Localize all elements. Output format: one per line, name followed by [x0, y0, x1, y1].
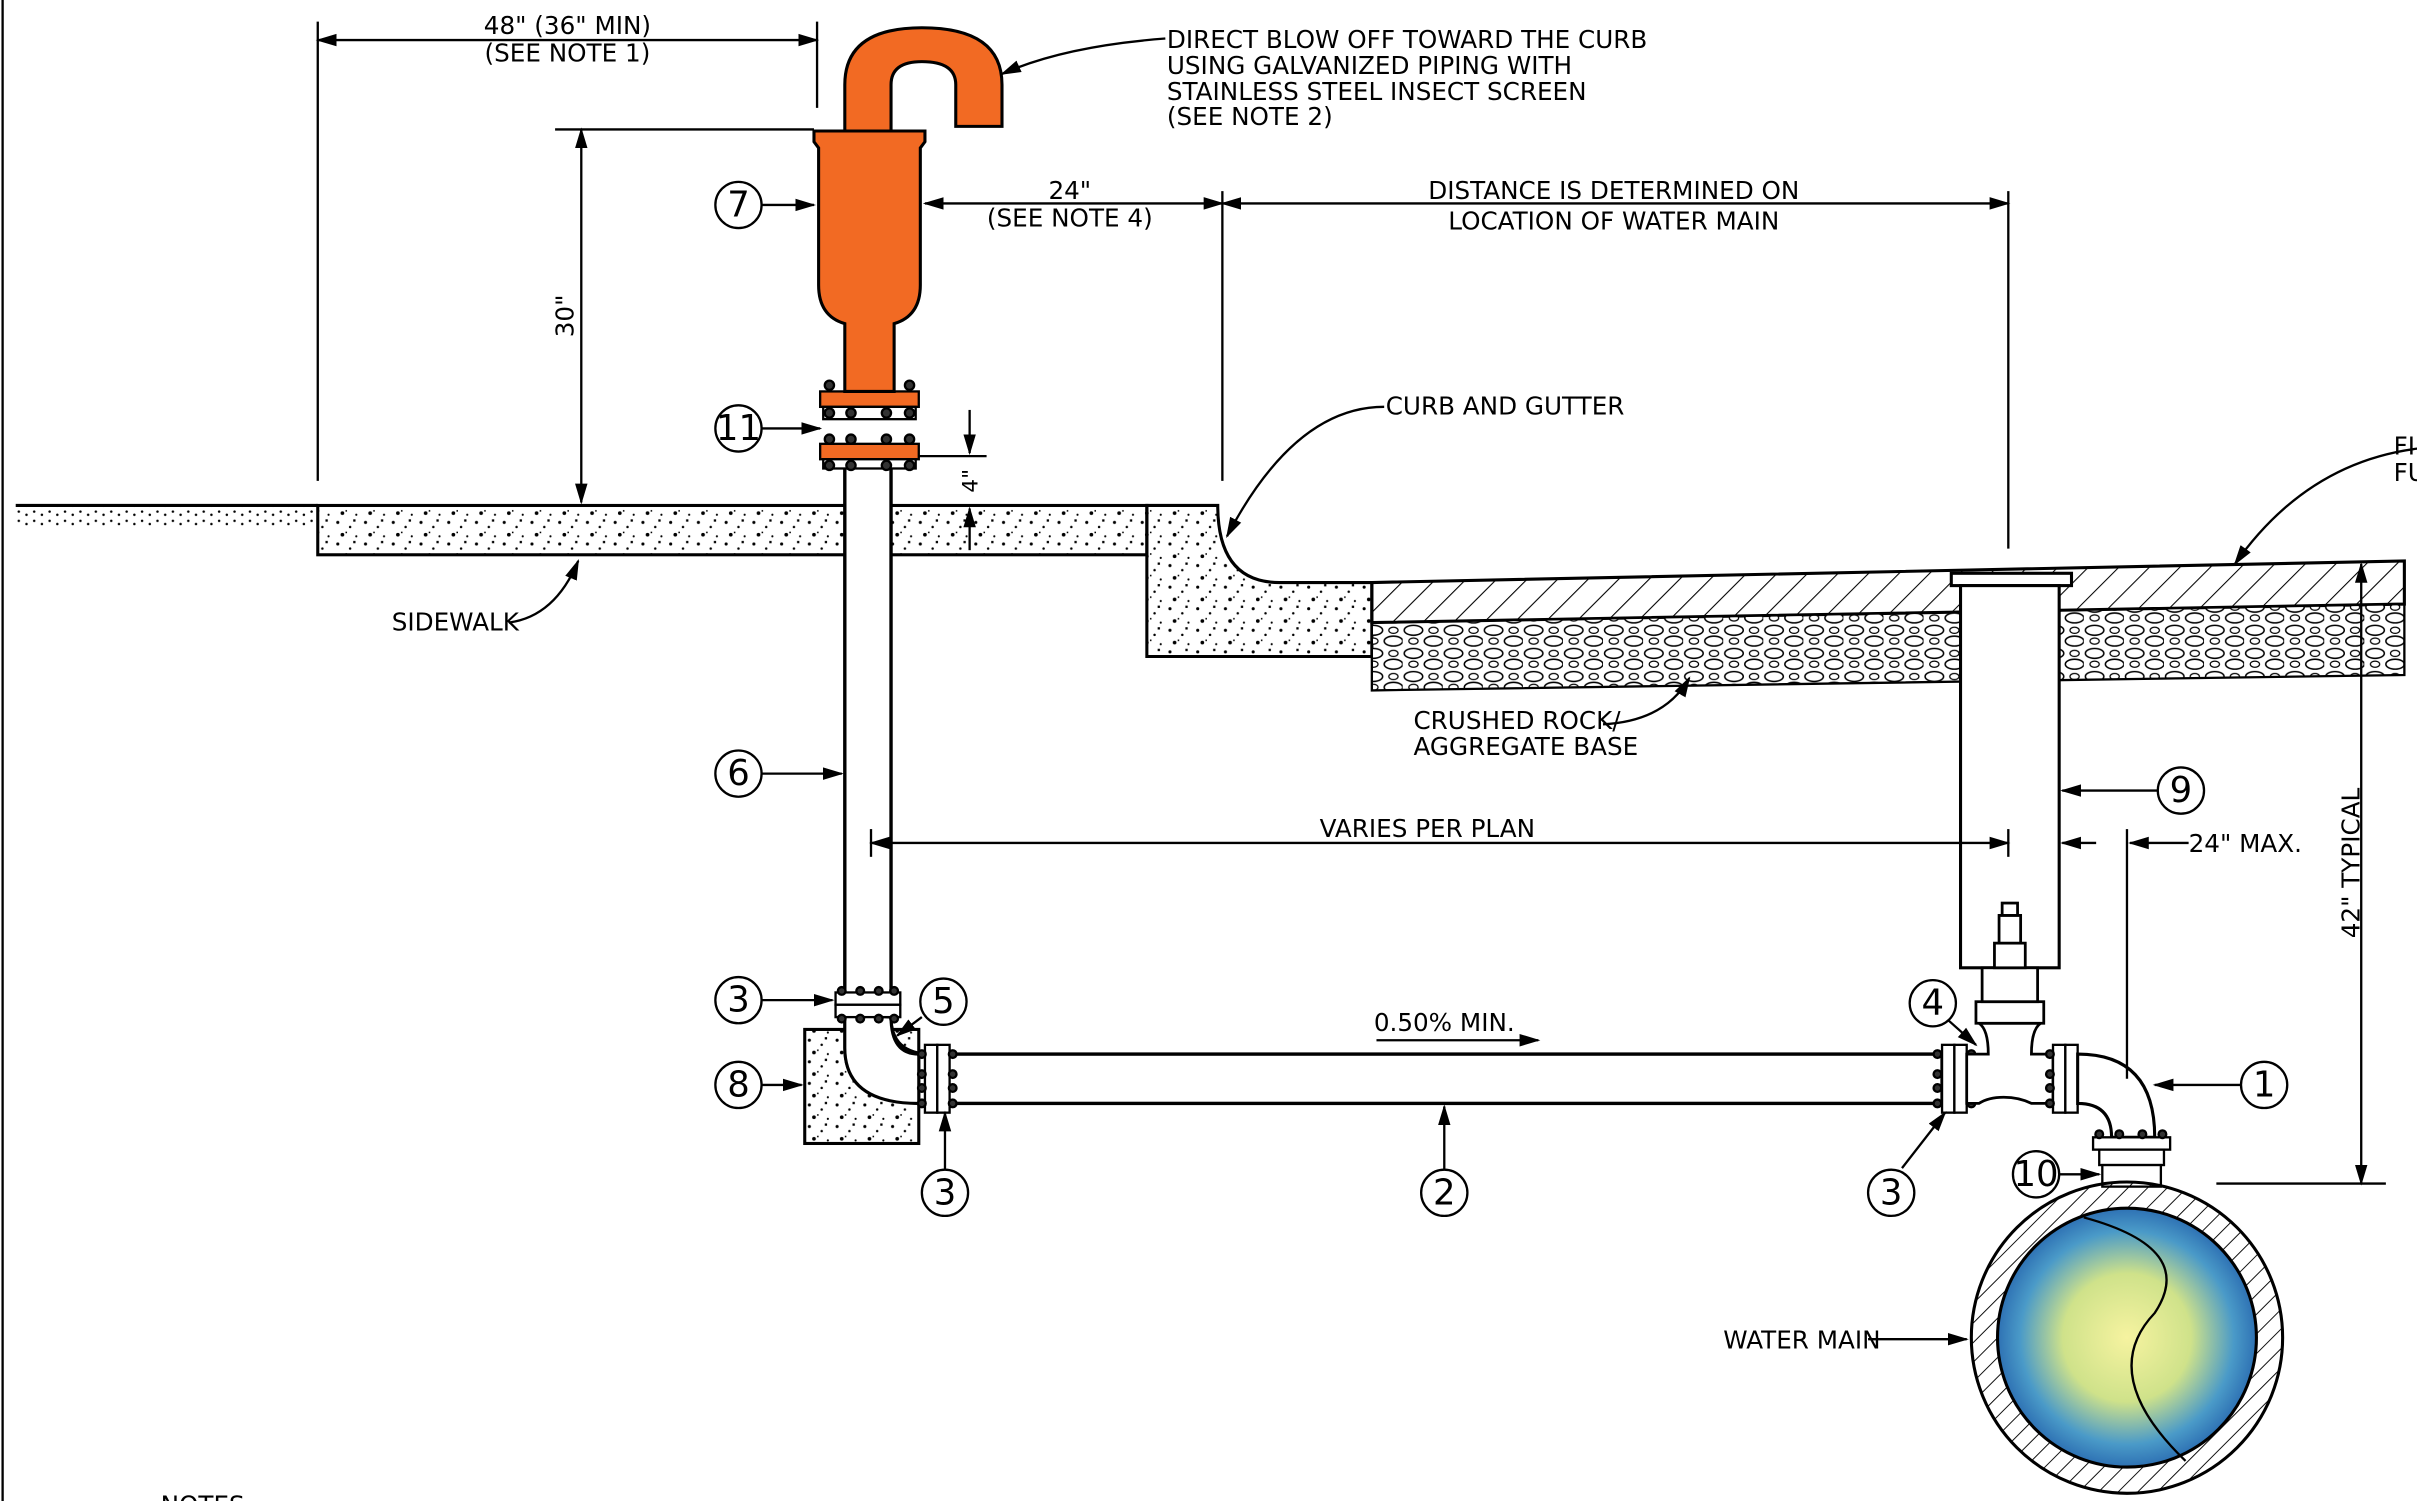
text-labels: 48" (36" MIN) (SEE NOTE 1) DIRECT BLOW O… [161, 11, 2417, 1501]
dim-4-text: 4" [958, 469, 983, 493]
svg-text:3: 3 [1880, 1172, 1903, 1213]
callout-3-riser: 3 [714, 975, 763, 1025]
blowoff-hydrant [812, 26, 1004, 393]
max-24-label: 24" MAX. [2189, 829, 2302, 858]
curb-label: CURB AND GUTTER [1386, 392, 1625, 421]
callout-11: 11 [714, 404, 763, 453]
svg-text:7: 7 [727, 184, 750, 225]
svg-text:3: 3 [934, 1172, 957, 1213]
dim-width-text-1: 48" (36" MIN) [484, 11, 651, 40]
flange-assembly [818, 379, 920, 472]
curb-and-gutter-shape [1145, 503, 1374, 659]
callout-1: 1 [2239, 1060, 2289, 1110]
dimension-lines [315, 21, 2386, 1186]
callout-7: 7 [714, 180, 763, 230]
gate-valve [1965, 901, 2055, 1105]
leader-lines [508, 37, 2417, 1346]
distance-text-1: DISTANCE IS DETERMINED ON [1428, 176, 1799, 205]
varies-label: VARIES PER PLAN [1320, 814, 1535, 843]
tapping-flange [2091, 1129, 2172, 1188]
finish-label-2: FU [2394, 458, 2417, 487]
svg-text:4: 4 [1922, 983, 1945, 1024]
riser-pipe [843, 460, 893, 996]
svg-text:5: 5 [932, 981, 955, 1022]
svg-text:8: 8 [727, 1064, 750, 1105]
callout-3-pipe-left: 3 [920, 1168, 970, 1218]
sidewalk-slab [316, 503, 1149, 557]
rock-label-2: AGGREGATE BASE [1413, 732, 1638, 761]
sidewalk-label: SIDEWALK [392, 607, 520, 636]
distance-text-2: LOCATION OF WATER MAIN [1448, 207, 1779, 236]
blowoff-note-3: STAINLESS STEEL INSECT SCREEN [1167, 77, 1587, 106]
callout-9: 9 [2156, 766, 2206, 815]
rock-label-1: CRUSHED ROCK/ [1413, 706, 1621, 735]
dim-30-text: 30" [551, 295, 580, 338]
callout-6: 6 [714, 749, 763, 798]
svg-text:6: 6 [727, 753, 750, 794]
blowoff-note-4: (SEE NOTE 2) [1167, 102, 1333, 131]
tee-flange-right [2044, 1043, 2079, 1114]
slope-label: 0.50% MIN. [1374, 1008, 1515, 1037]
blowoff-note-1: DIRECT BLOW OFF TOWARD THE CURB [1167, 25, 1647, 54]
ground-left [15, 503, 318, 528]
pipe-left-flange [916, 1043, 958, 1114]
tap-elbow [2076, 1052, 2157, 1139]
callout-5: 5 [919, 977, 968, 1026]
dim-24-text-2: (SEE NOTE 4) [987, 204, 1153, 233]
svg-text:9: 9 [2170, 770, 2193, 811]
callout-3-pipe-right: 3 [1866, 1168, 1916, 1218]
svg-text:2: 2 [1433, 1172, 1456, 1213]
callout-10: 10 [2011, 1150, 2061, 1199]
svg-text:10: 10 [2014, 1154, 2059, 1195]
dim-24-text-1: 24" [1048, 176, 1091, 205]
svg-text:1: 1 [2253, 1064, 2276, 1105]
finish-label-1: FI [2394, 432, 2415, 461]
notes-heading: NOTES [161, 1490, 245, 1501]
blowoff-note-2: USING GALVANIZED PIPING WITH [1167, 51, 1572, 80]
callout-4: 4 [1908, 978, 1958, 1028]
svg-text:11: 11 [716, 408, 761, 449]
typical-42-label: 42" TYPICAL [2337, 787, 2366, 938]
horizontal-pipe [941, 1052, 1944, 1106]
dim-width-text-2: (SEE NOTE 1) [485, 39, 651, 68]
riser-base-flange [834, 985, 902, 1024]
callout-2: 2 [1420, 1168, 1469, 1218]
water-main-pipe [1969, 1180, 2285, 1495]
callout-8: 8 [714, 1060, 763, 1110]
water-main-label: WATER MAIN [1723, 1325, 1880, 1354]
svg-text:3: 3 [727, 980, 750, 1021]
